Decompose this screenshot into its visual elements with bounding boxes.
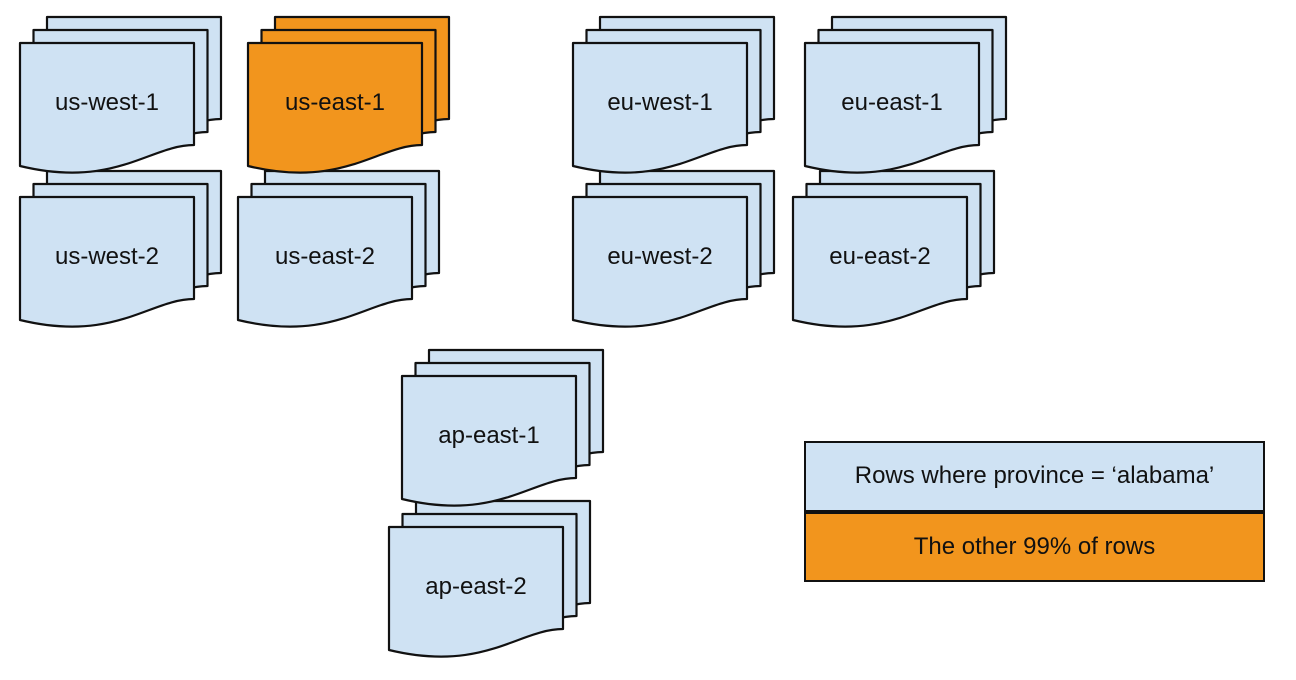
region-stack-us-east-1: us-east-1 (246, 15, 452, 177)
document-sheet-front-icon (803, 41, 981, 174)
document-stack-icon (18, 15, 223, 174)
document-stack-icon (803, 15, 1008, 174)
document-stack-icon (246, 15, 451, 174)
region-stack-us-east-2: us-east-2 (236, 169, 442, 331)
region-stack-eu-west-1: eu-west-1 (571, 15, 777, 177)
region-stack-eu-east-1: eu-east-1 (803, 15, 1009, 177)
document-sheet-front-icon (246, 41, 424, 174)
document-stack-icon (387, 499, 592, 658)
region-stack-ap-east-2: ap-east-2 (387, 499, 593, 661)
region-stack-eu-east-2: eu-east-2 (791, 169, 997, 331)
document-sheet-front-icon (571, 41, 749, 174)
legend-item-alabama-rows: Rows where province = ‘alabama’ (806, 443, 1263, 512)
region-stack-us-west-1: us-west-1 (18, 15, 224, 177)
document-sheet-front-icon (387, 525, 565, 658)
legend-item-other-rows: The other 99% of rows (806, 511, 1263, 580)
document-sheet-front-icon (791, 195, 969, 328)
legend: Rows where province = ‘alabama’ The othe… (804, 441, 1265, 582)
document-sheet-front-icon (400, 374, 578, 507)
document-stack-icon (571, 15, 776, 174)
region-stack-ap-east-1: ap-east-1 (400, 348, 606, 510)
document-sheet-front-icon (18, 41, 196, 174)
document-stack-icon (400, 348, 605, 507)
document-sheet-front-icon (236, 195, 414, 328)
document-stack-icon (236, 169, 441, 328)
region-stack-us-west-2: us-west-2 (18, 169, 224, 331)
document-sheet-front-icon (571, 195, 749, 328)
region-stack-eu-west-2: eu-west-2 (571, 169, 777, 331)
document-stack-icon (791, 169, 996, 328)
document-stack-icon (571, 169, 776, 328)
document-sheet-front-icon (18, 195, 196, 328)
document-stack-icon (18, 169, 223, 328)
